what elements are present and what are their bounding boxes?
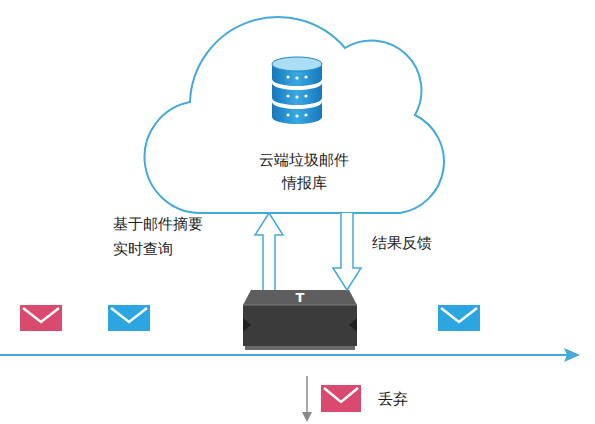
clean-envelope: [108, 305, 150, 331]
database-dot: [304, 94, 307, 97]
database-disk: [272, 102, 322, 124]
discard-arrow-line: [306, 376, 308, 414]
flow-arrow: [333, 213, 361, 290]
gateway-device: T: [243, 290, 357, 350]
device-top: [243, 290, 357, 305]
edge-label: 基于邮件摘要 实时查询: [113, 212, 217, 262]
envelope-flap: [23, 308, 59, 322]
database-cap: [272, 57, 322, 71]
database-dot: [286, 113, 289, 116]
discard-arrowhead: [302, 412, 312, 422]
database-disk: [272, 83, 322, 105]
cloud-outline: [145, 17, 444, 213]
device-notch: [243, 318, 251, 332]
envelope-body: [321, 385, 361, 412]
edge-label: 结果反馈: [372, 231, 462, 256]
database-icon: [272, 57, 322, 124]
database-dot: [286, 75, 289, 78]
envelope-body: [438, 305, 480, 331]
clean-envelope: [438, 305, 480, 331]
flow-arrow: [255, 213, 283, 290]
device-front: [243, 305, 357, 346]
envelope-flap: [111, 308, 147, 322]
database-dot: [295, 76, 298, 79]
database-dot: [295, 114, 298, 117]
database-dot: [304, 113, 307, 116]
mail-flow-arrowhead: [564, 348, 580, 362]
database-dot: [286, 94, 289, 97]
envelope-body: [20, 305, 62, 331]
cloud-node: 云端垃圾邮件 情报库: [138, 5, 470, 213]
spam-envelope: [20, 305, 62, 331]
envelope-flap: [324, 388, 358, 402]
database-disk: [272, 64, 322, 86]
node-title: 云端垃圾邮件 情报库: [254, 149, 354, 195]
device-notch: [349, 318, 357, 332]
envelope-flap: [441, 308, 477, 322]
device-label: T: [243, 290, 357, 305]
device-base: [245, 346, 355, 350]
envelope-body: [108, 305, 150, 331]
mail-flow-line: [0, 354, 570, 356]
action-label: 丢弃: [378, 387, 408, 412]
database-dot: [295, 95, 298, 98]
database-dot: [304, 75, 307, 78]
spam-envelope: [321, 385, 361, 412]
